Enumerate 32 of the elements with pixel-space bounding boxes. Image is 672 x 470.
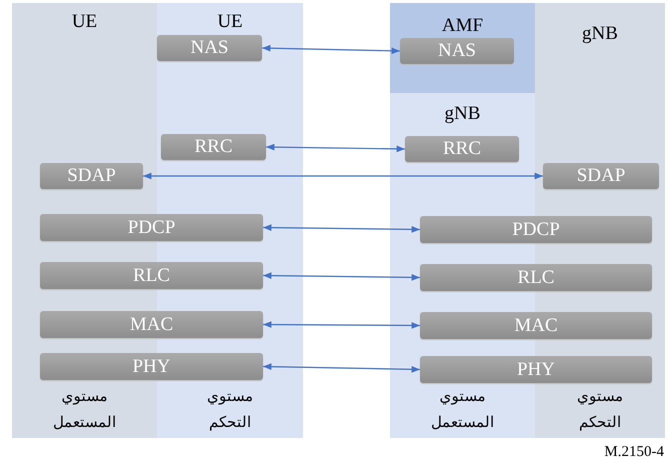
protocol-layer-box: PDCP [420,216,652,243]
protocol-layer-box: PHY [420,356,652,383]
entity-heading: UE [216,11,244,33]
protocol-layer-box: RRC [405,136,519,162]
double-arrow [262,44,400,54]
double-arrow [263,321,420,329]
entity-heading: gNB [581,23,619,45]
double-arrow [263,272,420,281]
protocol-layer-box: RLC [420,264,652,291]
protocol-layer-box: PHY [40,353,263,380]
protocol-layer-box: RRC [161,134,266,160]
plane-label: مستوي المستعمل [430,388,495,433]
entity-heading: AMF [440,15,484,37]
plane-panel [390,3,535,93]
plane-label: مستوي التحكم [576,388,624,433]
double-arrow [143,172,543,180]
entity-heading: gNB [444,103,482,125]
protocol-layer-box: MAC [420,312,652,339]
figure-number: M.2150-4 [604,444,664,461]
protocol-layer-box: MAC [40,311,263,338]
protocol-layer-box: NAS [400,38,514,64]
double-arrow [262,363,420,373]
protocol-layer-box: NAS [157,35,262,61]
double-arrow [263,224,420,233]
plane-label: مستوي المستعمل [52,388,117,433]
entity-heading: UE [70,11,98,33]
double-arrow [266,144,405,152]
protocol-layer-box: SDAP [543,163,659,189]
protocol-layer-box: RLC [40,262,263,289]
plane-label: مستوي التحكم [206,388,254,433]
protocol-layer-box: SDAP [40,163,143,189]
protocol-layer-box: PDCP [40,214,263,241]
